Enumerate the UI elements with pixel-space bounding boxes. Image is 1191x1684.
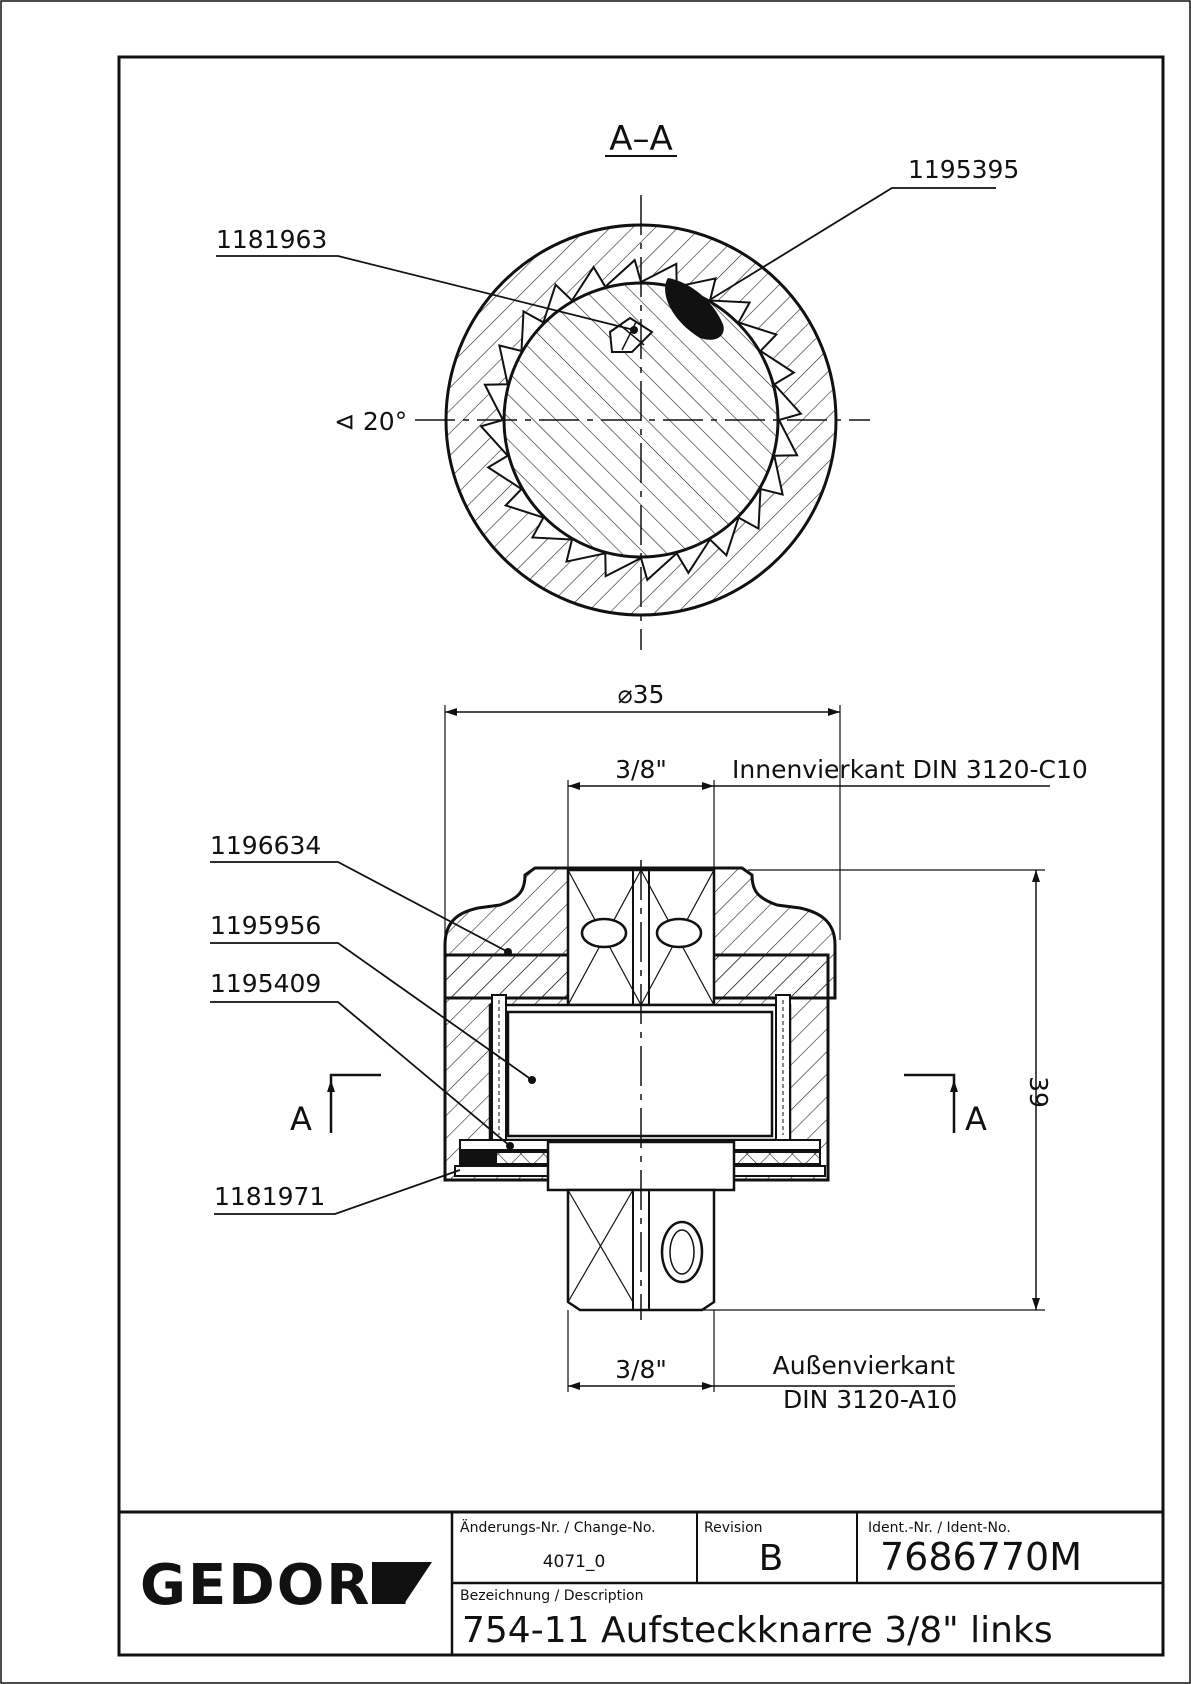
callout-housing-leader bbox=[210, 861, 509, 953]
dim-outer-square-label: 3/8" bbox=[615, 1355, 667, 1384]
callout-washer-label: 1181971 bbox=[214, 1182, 325, 1211]
ball-right bbox=[655, 917, 703, 949]
note-outer-square-line2: DIN 3120-A10 bbox=[783, 1385, 957, 1414]
dim-diameter-label: ⌀35 bbox=[618, 680, 665, 709]
section-marker-right-label: A bbox=[965, 1100, 987, 1138]
section-marker-left: A bbox=[290, 1073, 381, 1138]
section-marker-right: A bbox=[904, 1073, 987, 1138]
callout-pawl-label: 1195395 bbox=[908, 155, 1019, 184]
revision-label: Revision bbox=[704, 1520, 763, 1536]
description-value: 754-11 Aufsteckknarre 3/8" links bbox=[462, 1610, 1053, 1651]
callout-pawl-leader bbox=[689, 187, 996, 313]
callout-drive-leader bbox=[210, 942, 533, 1081]
title-block: GEDORE Änderungs-Nr. / Change-No. 4071_0… bbox=[117, 1510, 1165, 1657]
callout-spring-label: 1195409 bbox=[210, 969, 321, 998]
ident-label: Ident.-Nr. / Ident-No. bbox=[868, 1520, 1011, 1536]
ball-left bbox=[580, 917, 628, 949]
drive-1195956 bbox=[506, 1010, 774, 1138]
callout-pin-leader bbox=[216, 255, 635, 331]
callout-pin-label: 1181963 bbox=[216, 225, 327, 254]
ident-value: 7686770M bbox=[880, 1535, 1082, 1579]
washer-1181971 bbox=[461, 1152, 497, 1164]
section-marker-left-label: A bbox=[290, 1100, 312, 1138]
front-view: A A ⌀35 3/8" Innenvierkant DIN 3120-C10 … bbox=[210, 680, 1088, 1414]
change-value: 4071_0 bbox=[543, 1552, 606, 1572]
callout-pin-dot bbox=[630, 326, 638, 334]
callout-housing-label: 1196634 bbox=[210, 831, 321, 860]
gedore-logo-mark bbox=[372, 1562, 432, 1604]
section-title: A–A bbox=[609, 119, 673, 159]
revision-value: B bbox=[759, 1538, 784, 1579]
change-label: Änderungs-Nr. / Change-No. bbox=[460, 1518, 656, 1536]
dim-inner-square-label: 3/8" bbox=[615, 755, 667, 784]
section-view-a-a: A–A 1181963 1195395 ⊲ 20° bbox=[216, 119, 1019, 650]
note-inner-square: Innenvierkant DIN 3120-C10 bbox=[732, 755, 1088, 784]
description-label: Bezeichnung / Description bbox=[460, 1588, 644, 1604]
callout-spring-leader bbox=[210, 1001, 511, 1147]
callout-drive-label: 1195956 bbox=[210, 911, 321, 940]
detent-ball bbox=[660, 1220, 704, 1284]
gedore-logo: GEDORE bbox=[140, 1553, 412, 1618]
callout-washer-leader bbox=[214, 1169, 461, 1215]
angle-label: ⊲ 20° bbox=[334, 407, 407, 436]
dim-height-label: 39 bbox=[1024, 1076, 1053, 1108]
note-outer-square-line1: Außenvierkant bbox=[773, 1351, 956, 1380]
